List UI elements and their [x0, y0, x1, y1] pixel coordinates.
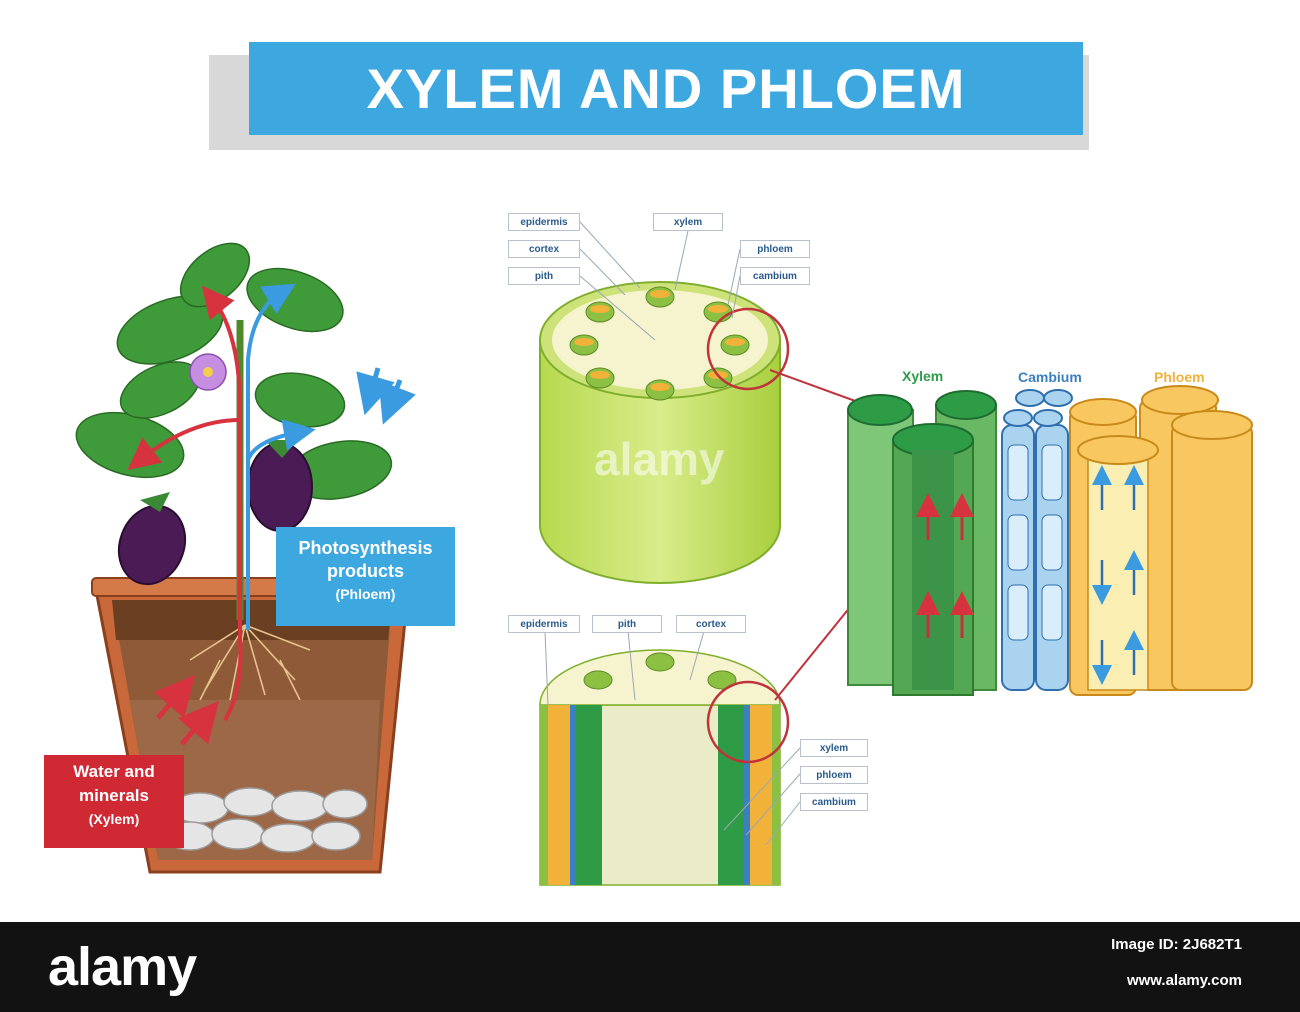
- xylem-label-line3: (Xylem): [88, 811, 140, 827]
- stem-longitudinal-section-illustration: [539, 630, 801, 886]
- phloem-transport-label: Photosynthesis products (Phloem): [276, 527, 455, 626]
- tissue-title-xylem: Xylem: [902, 368, 944, 384]
- vascular-tissue-detail-illustration: [847, 385, 1253, 696]
- long-label-cortex: cortex: [676, 615, 746, 633]
- phloem-label-line2: products: [326, 561, 404, 581]
- long-label-phloem: phloem: [800, 766, 868, 784]
- long-label-pith: pith: [592, 615, 662, 633]
- cross-label-phloem: phloem: [740, 240, 810, 258]
- xylem-label-line1: Water and: [73, 762, 155, 781]
- cross-label-pith: pith: [508, 267, 580, 285]
- diagram-canvas: XYLEM AND PHLOEM: [44, 42, 1253, 886]
- watermark-text: alamy: [594, 433, 725, 485]
- long-label-epidermis: epidermis: [508, 615, 580, 633]
- page-title: XYLEM AND PHLOEM: [366, 57, 966, 120]
- phloem-label-line1: Photosynthesis: [298, 538, 433, 558]
- stock-footer-bar: alamy Image ID: 2J682T1 www.alamy.com: [0, 922, 1300, 1012]
- cross-label-epidermis: epidermis: [508, 213, 580, 231]
- title-banner: XYLEM AND PHLOEM: [249, 42, 1083, 135]
- phloem-label-line3: (Phloem): [335, 586, 396, 602]
- xylem-label-line2: minerals: [79, 786, 149, 805]
- stem-cross-section-illustration: [539, 221, 790, 584]
- image-id-text: Image ID: 2J682T1: [1111, 936, 1242, 953]
- xylem-transport-label: Water and minerals (Xylem): [44, 755, 184, 848]
- long-label-cambium: cambium: [800, 793, 868, 811]
- alamy-logo: alamy: [48, 937, 197, 997]
- site-url-text: www.alamy.com: [1126, 972, 1242, 989]
- tissue-title-phloem: Phloem: [1154, 369, 1205, 385]
- cross-label-xylem: xylem: [653, 213, 723, 231]
- cross-label-cortex: cortex: [508, 240, 580, 258]
- cross-label-cambium: cambium: [740, 267, 810, 285]
- long-label-xylem: xylem: [800, 739, 868, 757]
- tissue-title-cambium: Cambium: [1018, 369, 1082, 385]
